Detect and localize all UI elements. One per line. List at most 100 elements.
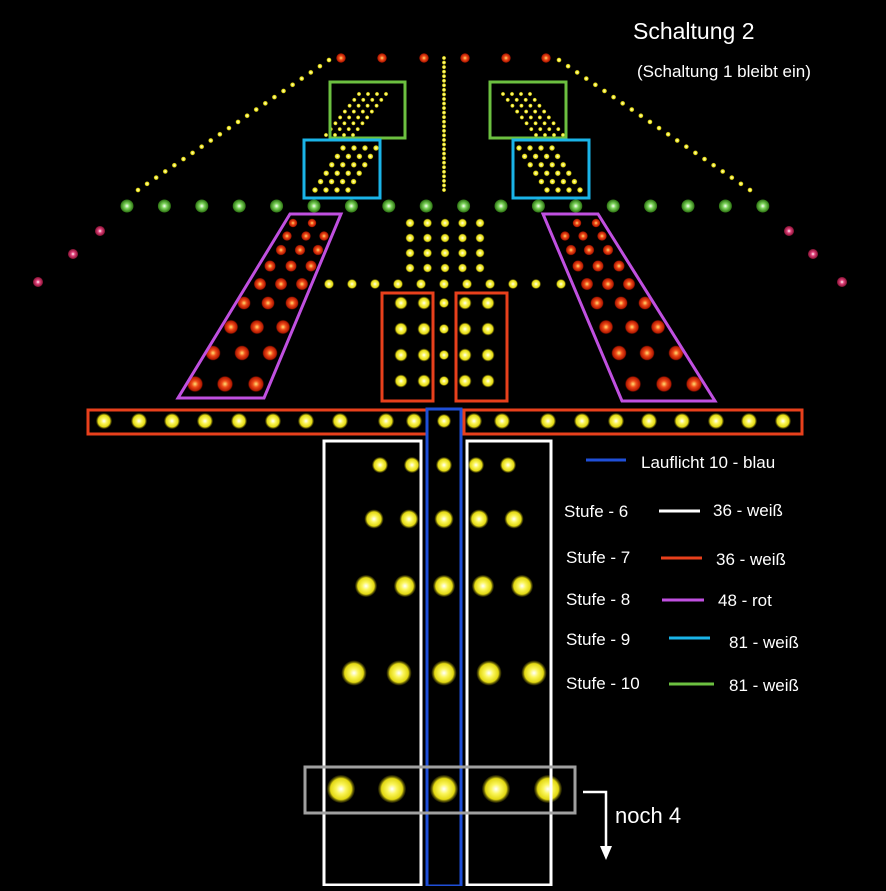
stufe-10-lamp xyxy=(510,103,515,108)
edge-lamp-left xyxy=(262,100,268,106)
stufe-10-lamp xyxy=(529,126,534,132)
stufe-9-lamp xyxy=(527,145,533,151)
stufe-6-lamp xyxy=(500,457,516,473)
stufe-8-lamp xyxy=(237,296,251,310)
stufe-10-lamp xyxy=(346,115,352,120)
stufe-10-lamp xyxy=(341,132,347,138)
stufe-10-lamp xyxy=(346,126,351,132)
stufe-8-lamp xyxy=(598,319,614,335)
stufe-8-lamp xyxy=(578,231,588,241)
stufe-6-lamp xyxy=(511,575,533,597)
stufe-6-lamp xyxy=(469,509,489,529)
stufe-9-lamp xyxy=(560,161,567,168)
stufe-6-lamp xyxy=(521,660,547,686)
stufe-7-crossbar-lamp xyxy=(164,413,180,429)
legend-stufe-9-label: Stufe - 9 xyxy=(566,630,631,649)
edge-lamp-right xyxy=(738,181,744,187)
stufe-9-lamp xyxy=(538,161,545,168)
stufe-6-lamp xyxy=(472,575,494,597)
stufe-6-frame-left xyxy=(322,439,423,887)
edge-lamp-right xyxy=(610,94,617,100)
centerline-lamp xyxy=(441,60,447,65)
stufe-6-lamp xyxy=(404,457,420,473)
stufe-8-lamp xyxy=(650,319,666,335)
stufe-8-lamp xyxy=(565,244,577,256)
stufe-8-lamp xyxy=(312,244,324,256)
stufe-8-lamp xyxy=(223,319,239,335)
edge-lamp-left xyxy=(308,69,314,75)
edge-lamp-right xyxy=(592,82,598,88)
green-bar-lamp xyxy=(157,199,171,213)
centerline-lamp xyxy=(430,775,458,803)
stufe-10-lamp xyxy=(364,115,370,120)
stufe-6-lamp xyxy=(504,509,524,529)
stufe-6-lamp xyxy=(399,509,419,529)
edge-lamp-left xyxy=(180,156,187,162)
edge-lamp-left xyxy=(135,187,141,193)
edge-lamp-left xyxy=(280,88,287,94)
stufe-9-lamp xyxy=(350,161,357,168)
stufe-10-lamp xyxy=(519,103,524,108)
stufe-9-lamp xyxy=(328,161,335,168)
green-bar-lamp xyxy=(644,199,658,213)
edge-lamp-right xyxy=(583,75,589,82)
edge-lamp-left xyxy=(189,150,196,156)
stufe-8-lamp xyxy=(614,296,628,310)
stufe-9-lamp xyxy=(516,145,522,151)
stufe-7-lamp xyxy=(394,322,408,336)
stufe-7-crossbar-lamp xyxy=(540,413,556,429)
centerline-lamp xyxy=(441,64,447,70)
stufe-7-lamp xyxy=(417,348,431,362)
edge-lamp-right xyxy=(711,162,717,168)
stufe-7-crossbar-lamp xyxy=(741,413,757,429)
stufe-9-lamp xyxy=(566,187,572,193)
stufe-10-lamp xyxy=(383,91,389,97)
diagram-subtitle: (Schaltung 1 bleibt ein) xyxy=(637,62,811,81)
centre-block-lamp xyxy=(475,248,485,258)
stufe-9-lamp xyxy=(345,170,352,177)
threshold-lamp xyxy=(541,53,551,63)
centerline-lamp xyxy=(439,298,449,308)
stufe-9-lamp xyxy=(538,178,545,185)
green-bar-lamp xyxy=(195,199,209,213)
stufe-7-crossbar-lamp xyxy=(131,413,147,429)
stufe-8-lamp xyxy=(611,345,627,361)
stufe-10-lamp xyxy=(370,97,375,103)
crossbar-lamp xyxy=(462,279,472,289)
green-bar-lamp xyxy=(756,199,770,213)
green-bar-lamp xyxy=(718,199,732,213)
centerline-lamp xyxy=(441,119,447,124)
edge-lamp-right xyxy=(674,137,680,144)
stufe-7-lamp xyxy=(417,322,431,336)
stufe-7-crossbar-lamp xyxy=(608,413,624,429)
stufe-9-lamp xyxy=(345,153,352,160)
centre-block-lamp xyxy=(423,233,432,243)
frame-layer xyxy=(86,80,804,888)
stufe-8-lamp xyxy=(624,319,640,335)
stufe-8-lamp xyxy=(261,296,275,310)
stufe-8-lamp xyxy=(613,260,625,272)
threshold-lamp xyxy=(501,53,511,63)
edge-lamp-right xyxy=(720,168,726,175)
edge-lamp-left xyxy=(235,119,241,125)
stufe-10-lamp xyxy=(523,97,528,103)
stufe-10-lamp xyxy=(551,132,557,138)
stufe-7-crossbar-lamp xyxy=(494,413,510,429)
stufe-8-lamp xyxy=(597,231,607,241)
stufe-8-lamp xyxy=(282,231,292,241)
stufe-9-lamp xyxy=(334,170,341,177)
continuation-arrow-line xyxy=(583,790,608,850)
edge-lamp-right xyxy=(620,100,626,106)
threshold-lamp xyxy=(377,53,387,63)
stufe-10-lamp xyxy=(533,132,539,138)
legend-stufe-10-label: Stufe - 10 xyxy=(566,674,640,693)
stufe-7-lamp xyxy=(394,296,408,310)
centerline-lamp xyxy=(433,575,455,597)
centre-block-lamp xyxy=(475,233,485,243)
centerline-lamp xyxy=(441,151,447,156)
stufe-10-lamp xyxy=(500,91,506,97)
stufe-6-lamp xyxy=(355,575,377,597)
stufe-8-lamp xyxy=(262,345,278,361)
crossbar-lamp xyxy=(439,279,449,289)
centre-block-lamp xyxy=(423,248,432,258)
